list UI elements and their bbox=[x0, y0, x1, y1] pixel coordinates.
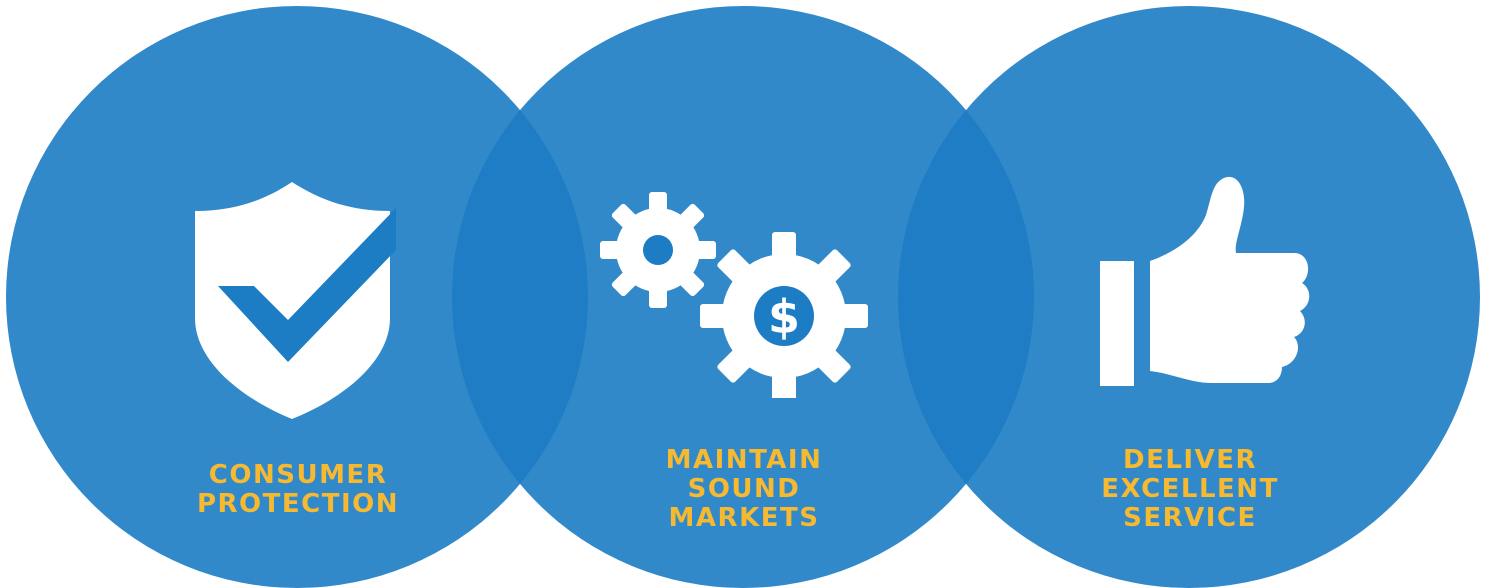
label-line: CONSUMER bbox=[208, 460, 388, 490]
deliver-excellent-service-label: DELIVER EXCELLENT SERVICE bbox=[1010, 446, 1370, 533]
maintain-sound-markets-label: MAINTAIN SOUND MARKETS bbox=[564, 446, 924, 533]
shield-check-icon bbox=[195, 182, 396, 419]
label-line: PROTECTION bbox=[196, 489, 400, 519]
label-line: EXCELLENT bbox=[1101, 474, 1279, 504]
label-line: SERVICE bbox=[1123, 503, 1257, 533]
label-line: DELIVER bbox=[1123, 445, 1257, 475]
thumbs-up-icon bbox=[1100, 176, 1310, 386]
consumer-protection-label: CONSUMER PROTECTION bbox=[118, 461, 478, 519]
gears-dollar-icon: $ bbox=[600, 192, 868, 398]
label-line: SOUND bbox=[687, 474, 801, 504]
svg-text:$: $ bbox=[768, 290, 800, 344]
label-line: MAINTAIN bbox=[665, 445, 823, 475]
label-line: MARKETS bbox=[668, 503, 820, 533]
